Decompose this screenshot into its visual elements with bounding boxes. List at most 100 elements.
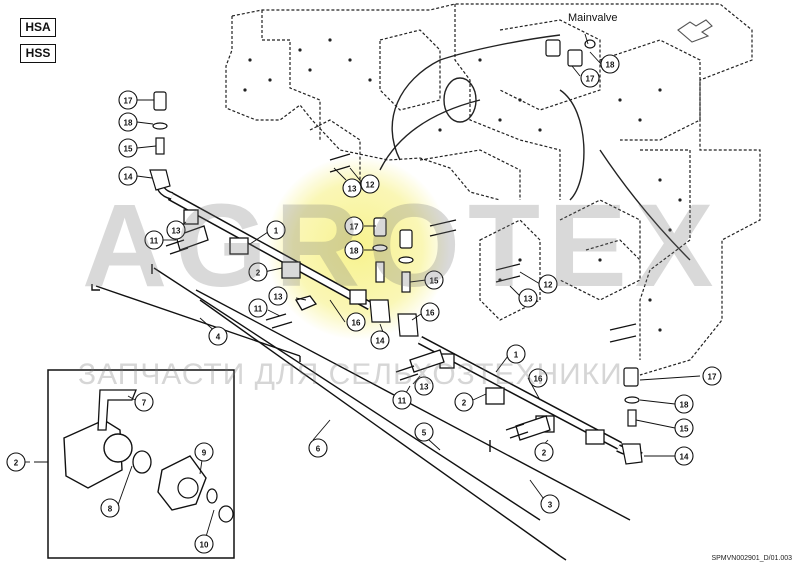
callout-18-d: 18 [600,54,620,74]
callout-label: 8 [108,505,113,514]
callout-label: 16 [352,319,361,328]
inset-detail [34,369,235,559]
watermark-brand: AGROTEX [82,180,722,312]
callout-label: 16 [534,375,543,384]
callout-1-a: 1 [266,220,286,240]
callout-label: 18 [350,247,359,256]
callout-13-c: 13 [268,286,288,306]
callout-label: 10 [200,541,209,550]
callout-2-a: 2 [248,262,268,282]
callout-label: 11 [398,397,407,406]
callout-2-c: 2 [534,442,554,462]
drawing-code: SPMVN002901_D/01.003 [711,555,792,562]
callout-label: 13 [172,227,181,236]
callout-label: 13 [524,295,533,304]
callout-label: 13 [274,293,283,302]
callout-label: 15 [430,277,439,286]
callout-15-a: 15 [118,138,138,158]
callout-label: 12 [544,281,553,290]
callout-label: 16 [426,309,435,318]
callout-2-b: 2 [454,392,474,412]
callout-18-a: 18 [118,112,138,132]
right-fitting-stack [621,367,643,465]
callout-label: 15 [680,425,689,434]
callout-17-b: 17 [344,216,364,236]
callout-4: 4 [208,326,228,346]
callout-label: 17 [586,75,595,84]
middle-fittings [369,39,596,337]
callout-17-a: 17 [118,90,138,110]
callout-5: 5 [414,422,434,442]
callout-label: 1 [274,227,279,236]
callout-11-b: 11 [248,298,268,318]
callout-label: 3 [548,501,553,510]
callout-label: 17 [124,97,133,106]
callout-label: 2 [542,449,547,458]
callout-18-b: 18 [344,240,364,260]
callout-2-inset: 2 [6,452,26,472]
callout-1-b: 1 [506,344,526,364]
callout-13-a: 13 [166,220,186,240]
callout-label: 11 [150,237,159,246]
bolts [165,153,637,439]
callout-label: 7 [142,399,147,408]
tag-hss: HSS [20,44,56,63]
callout-label: 13 [420,383,429,392]
callout-label: 17 [350,223,359,232]
callout-label: 2 [462,399,467,408]
callout-label: 2 [14,459,19,468]
callout-10: 10 [194,534,214,554]
callout-label: 18 [680,401,689,410]
callout-13-b: 13 [342,178,362,198]
callout-17-d: 17 [580,68,600,88]
callout-14-a: 14 [118,166,138,186]
callout-label: 4 [216,333,221,342]
machine-frame [225,3,761,376]
watermark-subtitle: ЗАПЧАСТИ ДЛЯ СЕЛЬХОЗТЕХНИКИ [78,358,623,391]
callout-label: 12 [366,181,375,190]
callout-6: 6 [308,438,328,458]
callout-label: 14 [124,173,133,182]
callout-13-d: 13 [518,288,538,308]
mainvalve-label: Mainvalve [568,12,618,24]
callout-7: 7 [134,392,154,412]
frame-holes [243,38,682,332]
callout-12-b: 12 [538,274,558,294]
callout-16-a: 16 [346,312,366,332]
callout-label: 14 [680,453,689,462]
callout-16-b: 16 [420,302,440,322]
callout-3: 3 [540,494,560,514]
callout-11-c: 11 [392,390,412,410]
callout-label: 14 [376,337,385,346]
flow-arrow-icon [677,19,713,43]
callout-label: 18 [606,61,615,70]
callout-14-b: 14 [370,330,390,350]
callout-12-a: 12 [360,174,380,194]
callout-17-c: 17 [702,366,722,386]
hoses [91,264,631,561]
callout-8: 8 [100,498,120,518]
tag-hsa: HSA [20,18,56,37]
callout-13-e: 13 [414,376,434,396]
callout-11-a: 11 [144,230,164,250]
frame-solid [379,34,691,261]
callout-15-b: 15 [424,270,444,290]
callout-label: 2 [256,269,261,278]
callout-label: 13 [348,185,357,194]
callout-label: 6 [316,445,321,454]
callout-label: 9 [202,449,207,458]
callout-9: 9 [194,442,214,462]
callouts: 17 18 15 14 13 11 1 2 13 12 17 18 15 13 … [6,54,722,554]
callout-label: 11 [254,305,263,314]
callout-label: 17 [708,373,717,382]
left-fitting-stack [149,91,171,191]
callout-16-c: 16 [528,368,548,388]
callout-label: 15 [124,145,133,154]
callout-label: 1 [514,351,519,360]
callout-15-c: 15 [674,418,694,438]
callout-label: 18 [124,119,133,128]
callout-18-c: 18 [674,394,694,414]
callout-label: 5 [422,429,427,438]
